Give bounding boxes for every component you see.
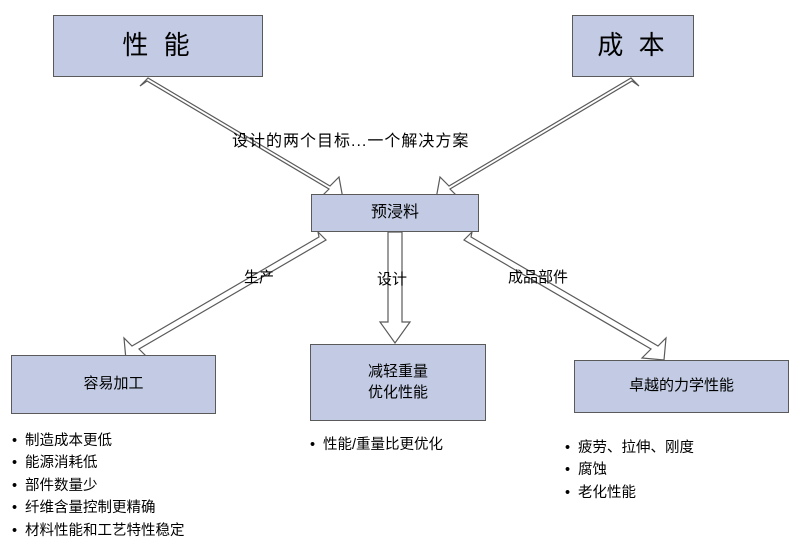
list-item: 腐蚀 [565, 459, 694, 482]
list-item: 制造成本更低 [12, 430, 185, 453]
node-prepreg-label: 预浸料 [370, 204, 419, 222]
arrow-prepreg-to-easy-process [123, 230, 327, 361]
list-item: 老化性能 [565, 482, 694, 505]
center-caption: 设计的两个目标...一个解决方案 [232, 133, 470, 150]
node-easy-process-label: 容易加工 [83, 375, 144, 393]
bullet-list-middle: 性能/重量比更优化 [310, 434, 443, 457]
node-prepreg[interactable]: 预浸料 [311, 194, 479, 232]
node-mechanical-label: 卓越的力学性能 [628, 377, 734, 395]
node-cost[interactable]: 成 本 [572, 15, 694, 77]
list-item: 材料性能和工艺特性稳定 [12, 520, 185, 542]
node-weight-performance-line2: 优化性能 [367, 383, 428, 401]
arrow-prepreg-to-mechanical [463, 230, 667, 361]
list-item: 能源消耗低 [12, 452, 185, 475]
node-performance[interactable]: 性 能 [53, 15, 263, 77]
edge-label-design: 设计 [377, 271, 408, 288]
node-cost-label: 成 本 [597, 30, 669, 61]
list-item: 纤维含量控制更精确 [12, 497, 185, 520]
list-item: 部件数量少 [12, 475, 185, 498]
node-weight-performance-line1: 减轻重量 [367, 363, 428, 381]
list-item: 疲劳、拉伸、刚度 [565, 437, 694, 460]
bullet-list-left: 制造成本更低 能源消耗低 部件数量少 纤维含量控制更精确 材料性能和工艺特性稳定 [12, 430, 185, 542]
node-weight-performance[interactable]: 减轻重量 优化性能 [310, 344, 486, 421]
node-easy-process[interactable]: 容易加工 [11, 355, 216, 414]
list-item: 性能/重量比更优化 [310, 434, 443, 457]
bullet-list-right: 疲劳、拉伸、刚度 腐蚀 老化性能 [565, 437, 694, 505]
node-mechanical[interactable]: 卓越的力学性能 [574, 360, 789, 413]
node-performance-label: 性 能 [122, 30, 194, 61]
edge-label-finished-part: 成品部件 [508, 269, 569, 286]
edge-label-production: 生产 [244, 269, 275, 286]
